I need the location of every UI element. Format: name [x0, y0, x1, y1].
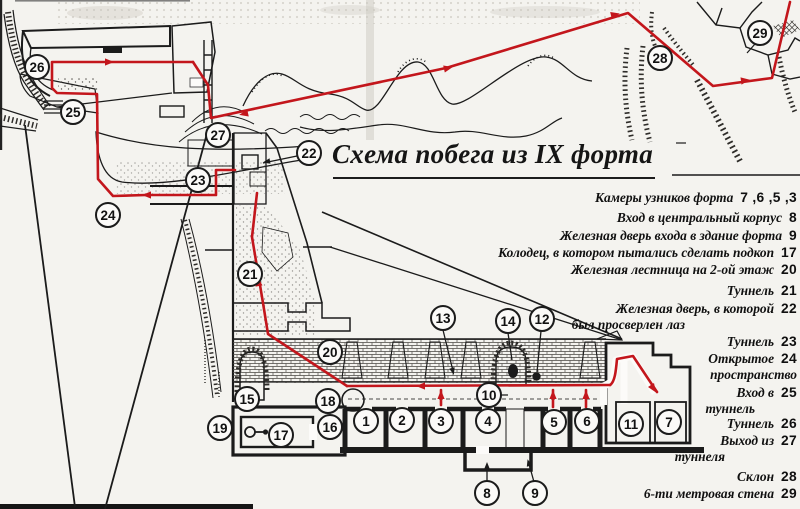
- legend-number: 29: [781, 486, 797, 501]
- map-marker-9: 9: [522, 480, 548, 506]
- legend-text: Железная дверь входа в здание форта: [559, 228, 783, 243]
- legend-number: 20: [781, 262, 797, 277]
- map-marker-24: 24: [95, 202, 121, 228]
- slope-and-wall: [622, 1, 800, 165]
- legend-number: 17: [781, 245, 797, 260]
- legend-text: Склон: [737, 469, 775, 484]
- legend-number: 24: [781, 351, 797, 366]
- entrance-passage: [463, 452, 533, 472]
- legend-number: 22: [781, 301, 797, 316]
- map-marker-5: 5: [541, 409, 567, 435]
- map-marker-1: 1: [353, 408, 379, 434]
- map-marker-8: 8: [474, 480, 500, 506]
- diagram-title: Схема побега из IX форта: [332, 139, 653, 169]
- map-marker-16: 16: [317, 414, 343, 440]
- legend-number: 23: [781, 334, 797, 349]
- well-icon: [244, 426, 256, 438]
- map-marker-10: 10: [476, 382, 502, 408]
- legend-text-line2: туннеля: [674, 449, 725, 464]
- legend-item: Туннель 21: [727, 283, 797, 299]
- title-underline: [333, 177, 655, 180]
- legend-text: Выход из: [720, 433, 775, 448]
- map-marker-19: 19: [207, 415, 233, 441]
- map-marker-6: 6: [574, 408, 600, 434]
- legend-item: Склон 28: [737, 469, 797, 485]
- map-marker-3: 3: [428, 408, 454, 434]
- map-marker-29: 29: [747, 20, 773, 46]
- legend-item: Железная лестница на 2-ой этаж 20: [571, 262, 797, 278]
- well-room: [231, 405, 347, 457]
- legend-text-line2: был просверлен лаз: [571, 317, 685, 332]
- legend-text: Туннель: [726, 283, 775, 298]
- embrasure-openings: [341, 341, 601, 379]
- roads-and-slopes: [0, 9, 210, 509]
- legend-number: 7 ,6 ,5 ,3: [740, 190, 797, 205]
- map-marker-11: 11: [618, 411, 644, 437]
- legend-item: Железная дверь входа в здание форта 9: [560, 228, 797, 244]
- legend-text: Открытое: [708, 351, 775, 366]
- legend-text: 6-ти метровая стена: [643, 486, 775, 501]
- map-marker-18: 18: [315, 388, 341, 414]
- map-marker-15: 15: [234, 386, 260, 412]
- map-marker-2: 2: [389, 407, 415, 433]
- legend-item: Туннель 26: [727, 416, 797, 432]
- fort-building-top-left: [19, 21, 216, 123]
- map-marker-13: 13: [430, 305, 456, 331]
- map-marker-25: 25: [60, 99, 86, 125]
- legend-text: Туннель: [726, 334, 775, 349]
- map-marker-7: 7: [656, 409, 682, 435]
- scan-artifacts: [0, 0, 640, 509]
- map-marker-23: 23: [185, 167, 211, 193]
- map-marker-26: 26: [24, 54, 50, 80]
- legend-item: Камеры узников форта 7 ,6 ,5 ,3: [595, 190, 797, 206]
- map-marker-21: 21: [237, 261, 263, 287]
- legend-item: Выход из 27 туннеля: [675, 433, 797, 465]
- legend-text: Вход в центральный корпус: [616, 210, 783, 225]
- map-marker-12: 12: [529, 306, 555, 332]
- legend-text-line2: пространство: [710, 367, 797, 382]
- legend-text: Вход в: [736, 385, 775, 400]
- pointer-lines: [262, 155, 542, 483]
- legend-item: Вход в центральный корпус 8: [617, 210, 797, 226]
- legend-number: 25: [781, 385, 797, 400]
- map-marker-17: 17: [268, 422, 294, 448]
- legend-item: Колодец, в котором пытались сделать подк…: [498, 245, 797, 261]
- map-marker-4: 4: [475, 408, 501, 434]
- legend-item: Туннель 23: [727, 334, 797, 350]
- legend-number: 9: [789, 228, 797, 243]
- map-marker-28: 28: [647, 45, 673, 71]
- legend-text: Туннель: [726, 416, 775, 431]
- legend-text: Железная лестница на 2-ой этаж: [571, 262, 775, 277]
- legend-item: 6-ти метровая стена 29: [644, 486, 797, 502]
- legend-number: 26: [781, 416, 797, 431]
- legend-text: Железная дверь, в которой: [615, 301, 775, 316]
- map-marker-27: 27: [205, 122, 231, 148]
- legend-item: Вход в 25 туннель: [706, 385, 798, 417]
- map-marker-22: 22: [296, 140, 322, 166]
- legend-number: 8: [789, 210, 797, 225]
- map-marker-20: 20: [317, 339, 343, 365]
- legend-text: Камеры узников форта: [594, 190, 734, 205]
- rampart-and-masonry: [233, 211, 624, 412]
- legend-text: Колодец, в котором пытались сделать подк…: [498, 245, 775, 260]
- map-marker-14: 14: [495, 308, 521, 334]
- legend-number: 28: [781, 469, 797, 484]
- legend-number: 27: [781, 433, 797, 448]
- legend-text-line2: туннель: [705, 401, 756, 416]
- legend-number: 21: [781, 283, 797, 298]
- legend-item: Железная дверь, в которой 22 был просверле…: [572, 301, 797, 333]
